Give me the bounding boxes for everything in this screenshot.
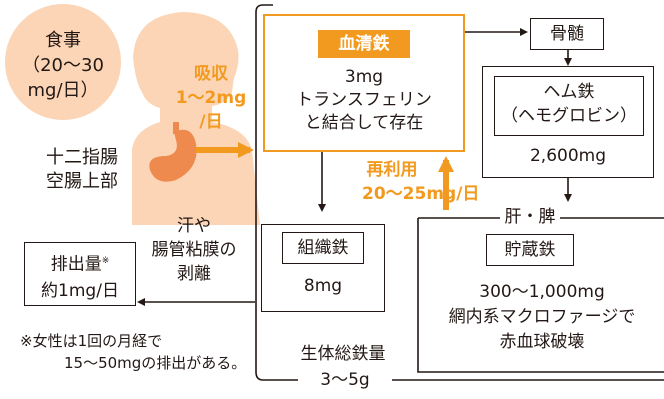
- reuse-label: 再利用: [366, 160, 418, 180]
- heme-iron-outer-box: [482, 66, 654, 178]
- heme-iron-amount: 2,600mg: [529, 146, 607, 166]
- food-label: 食事 （20〜30 mg/日）: [22, 30, 104, 101]
- heme-iron-box: [494, 76, 644, 136]
- serum-iron-title: 血清鉄: [318, 30, 410, 58]
- excretion-box: [24, 242, 136, 306]
- excretion-content: 排出量※ 約1mg/日: [41, 254, 119, 301]
- total-iron-bracket: [255, 4, 298, 381]
- bone-marrow-box: 骨髄: [530, 18, 604, 50]
- food-circle: [5, 4, 121, 120]
- liver-spleen-frame-left: [417, 218, 664, 373]
- sweat-mucosa-label: 汗や 腸管粘膜の 剥離: [151, 216, 237, 284]
- reuse-amount: 20〜25mg/日: [362, 184, 480, 204]
- duodenum-label: 十二指腸 空腸上部: [46, 147, 118, 192]
- serum-iron-content: 3mg トランスフェリン と結合して存在: [296, 67, 432, 133]
- tissue-iron-box: 組織鉄: [282, 232, 364, 264]
- storage-iron-box: 貯蔵鉄: [486, 234, 574, 266]
- tissue-iron-outer-box: [261, 224, 385, 312]
- stomach-illustration: [149, 129, 197, 182]
- liver-spleen-label: 肝・脾: [500, 207, 560, 228]
- storage-iron-content: 300〜1,000mg 網内系マクロファージで 赤血球破壊: [448, 282, 636, 352]
- footnote: ※女性は1回の月経で 15〜50mgの排出がある。: [20, 332, 247, 372]
- total-iron-label: 生体総鉄量: [300, 344, 386, 364]
- absorption-label: 吸収 1〜2mg /日: [175, 64, 247, 132]
- serum-iron-box: [263, 14, 465, 152]
- heme-iron-label: ヘム鉄 （ヘモグロビン）: [501, 82, 637, 126]
- total-iron-amount: 3〜5g: [320, 370, 370, 390]
- tissue-iron-amount: 8mg: [303, 276, 343, 296]
